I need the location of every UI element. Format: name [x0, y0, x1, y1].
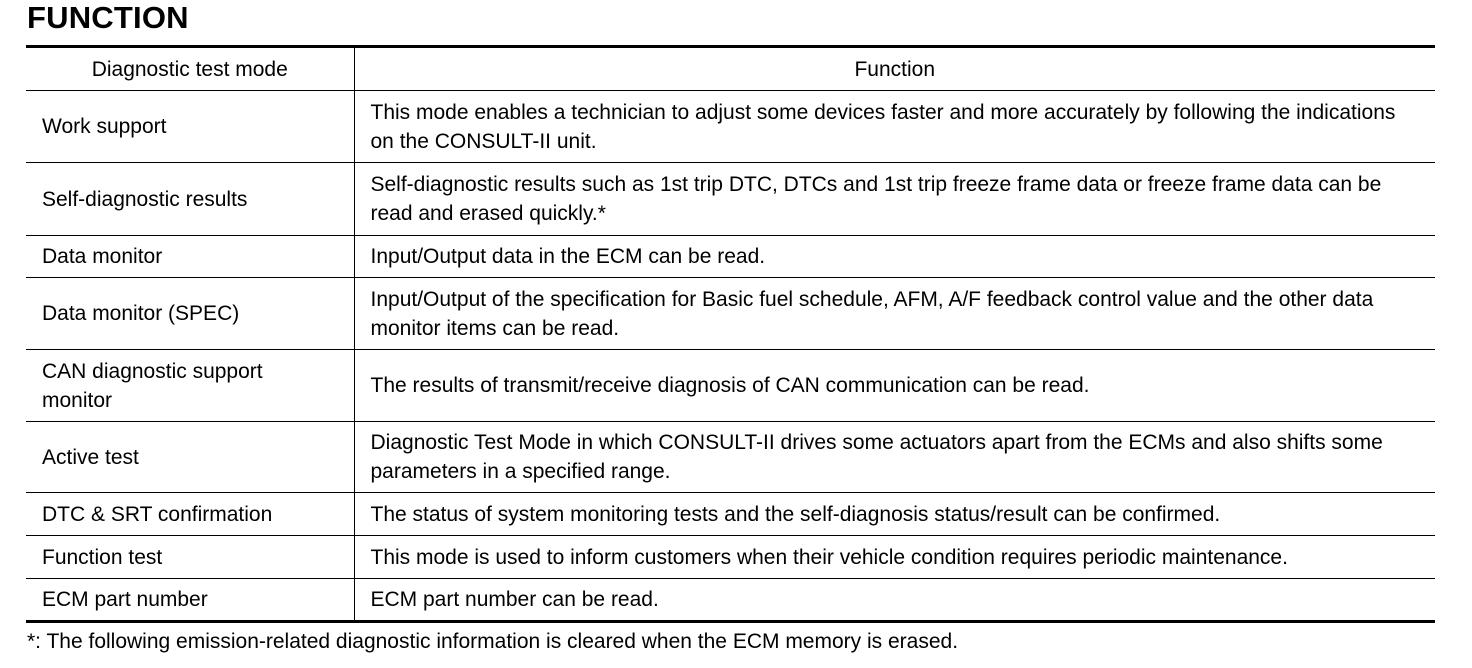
table-row: Self-diagnostic results Self-diagnostic … — [26, 162, 1435, 236]
table-header-row: Diagnostic test mode Function — [26, 45, 1435, 91]
table-row: Data monitor (SPEC) Input/Output of the … — [26, 277, 1435, 350]
table-row: Active test Diagnostic Test Mode in whic… — [26, 421, 1435, 493]
mode-cell: Work support — [26, 90, 355, 163]
function-cell: Diagnostic Test Mode in which CONSULT-II… — [353, 421, 1435, 493]
column-header-function: Function — [353, 45, 1435, 91]
function-cell: This mode is used to inform customers wh… — [353, 535, 1435, 579]
function-cell: Input/Output of the specification for Ba… — [353, 277, 1435, 350]
table-row: Data monitor Input/Output data in the EC… — [26, 235, 1435, 278]
column-header-mode: Diagnostic test mode — [26, 45, 355, 91]
mode-cell: Data monitor (SPEC) — [26, 277, 355, 350]
mode-cell: DTC & SRT confirmation — [26, 492, 355, 536]
mode-cell: Self-diagnostic results — [26, 162, 355, 236]
table-row: DTC & SRT confirmation The status of sys… — [26, 492, 1435, 536]
function-cell: Input/Output data in the ECM can be read… — [353, 235, 1435, 278]
mode-cell: Active test — [26, 421, 355, 493]
function-cell: The results of transmit/receive diagnosi… — [353, 349, 1435, 422]
function-cell: ECM part number can be read. — [353, 578, 1435, 623]
table-row: Function test This mode is used to infor… — [26, 535, 1435, 579]
footnote: *: The following emission-related diagno… — [27, 630, 959, 653]
function-cell: Self-diagnostic results such as 1st trip… — [353, 162, 1435, 236]
function-table: Diagnostic test mode Function Work suppo… — [26, 45, 1435, 623]
mode-cell: Data monitor — [26, 235, 355, 278]
table-row: CAN diagnostic support monitor The resul… — [26, 349, 1435, 422]
mode-cell: CAN diagnostic support monitor — [26, 349, 355, 422]
mode-cell: Function test — [26, 535, 355, 579]
table-row: ECM part number ECM part number can be r… — [26, 578, 1435, 623]
function-cell: The status of system monitoring tests an… — [353, 492, 1435, 536]
function-cell: This mode enables a technician to adjust… — [353, 90, 1435, 163]
page-title: FUNCTION — [27, 0, 189, 35]
table-row: Work support This mode enables a technic… — [26, 90, 1435, 163]
mode-cell: ECM part number — [26, 578, 355, 623]
